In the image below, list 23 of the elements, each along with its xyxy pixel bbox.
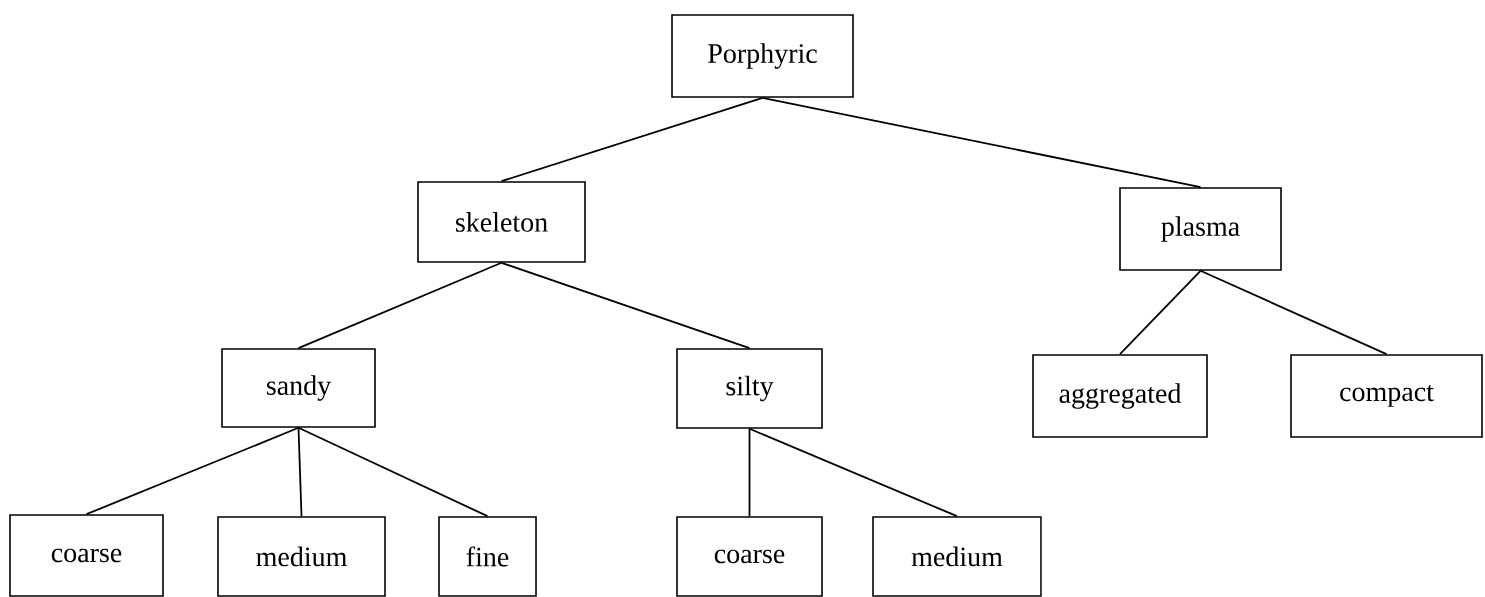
text-box: aggregated — [1032, 354, 1208, 438]
connector-line — [748, 427, 958, 518]
connector-line — [761, 96, 1202, 189]
connector-line — [1119, 269, 1202, 356]
connector-line — [500, 261, 751, 350]
text-box: plasma — [1119, 187, 1282, 271]
connector-line — [1199, 269, 1388, 356]
text-box: fine — [438, 516, 537, 597]
connector-line — [748, 427, 751, 518]
text-box: sandy — [221, 348, 376, 428]
text-box: compact — [1290, 354, 1483, 438]
connector-line — [297, 426, 303, 518]
text-box: medium — [217, 516, 386, 597]
text-box: Porphyric — [671, 14, 854, 98]
text-box: skeleton — [417, 181, 586, 263]
connector-line — [500, 96, 764, 183]
text-box: silty — [676, 348, 823, 429]
connector-line — [297, 261, 503, 350]
connector-line — [85, 426, 300, 516]
text-box: coarse — [9, 514, 164, 597]
text-box: medium — [872, 516, 1042, 597]
text-box: coarse — [676, 516, 823, 597]
connector-line — [297, 426, 489, 518]
